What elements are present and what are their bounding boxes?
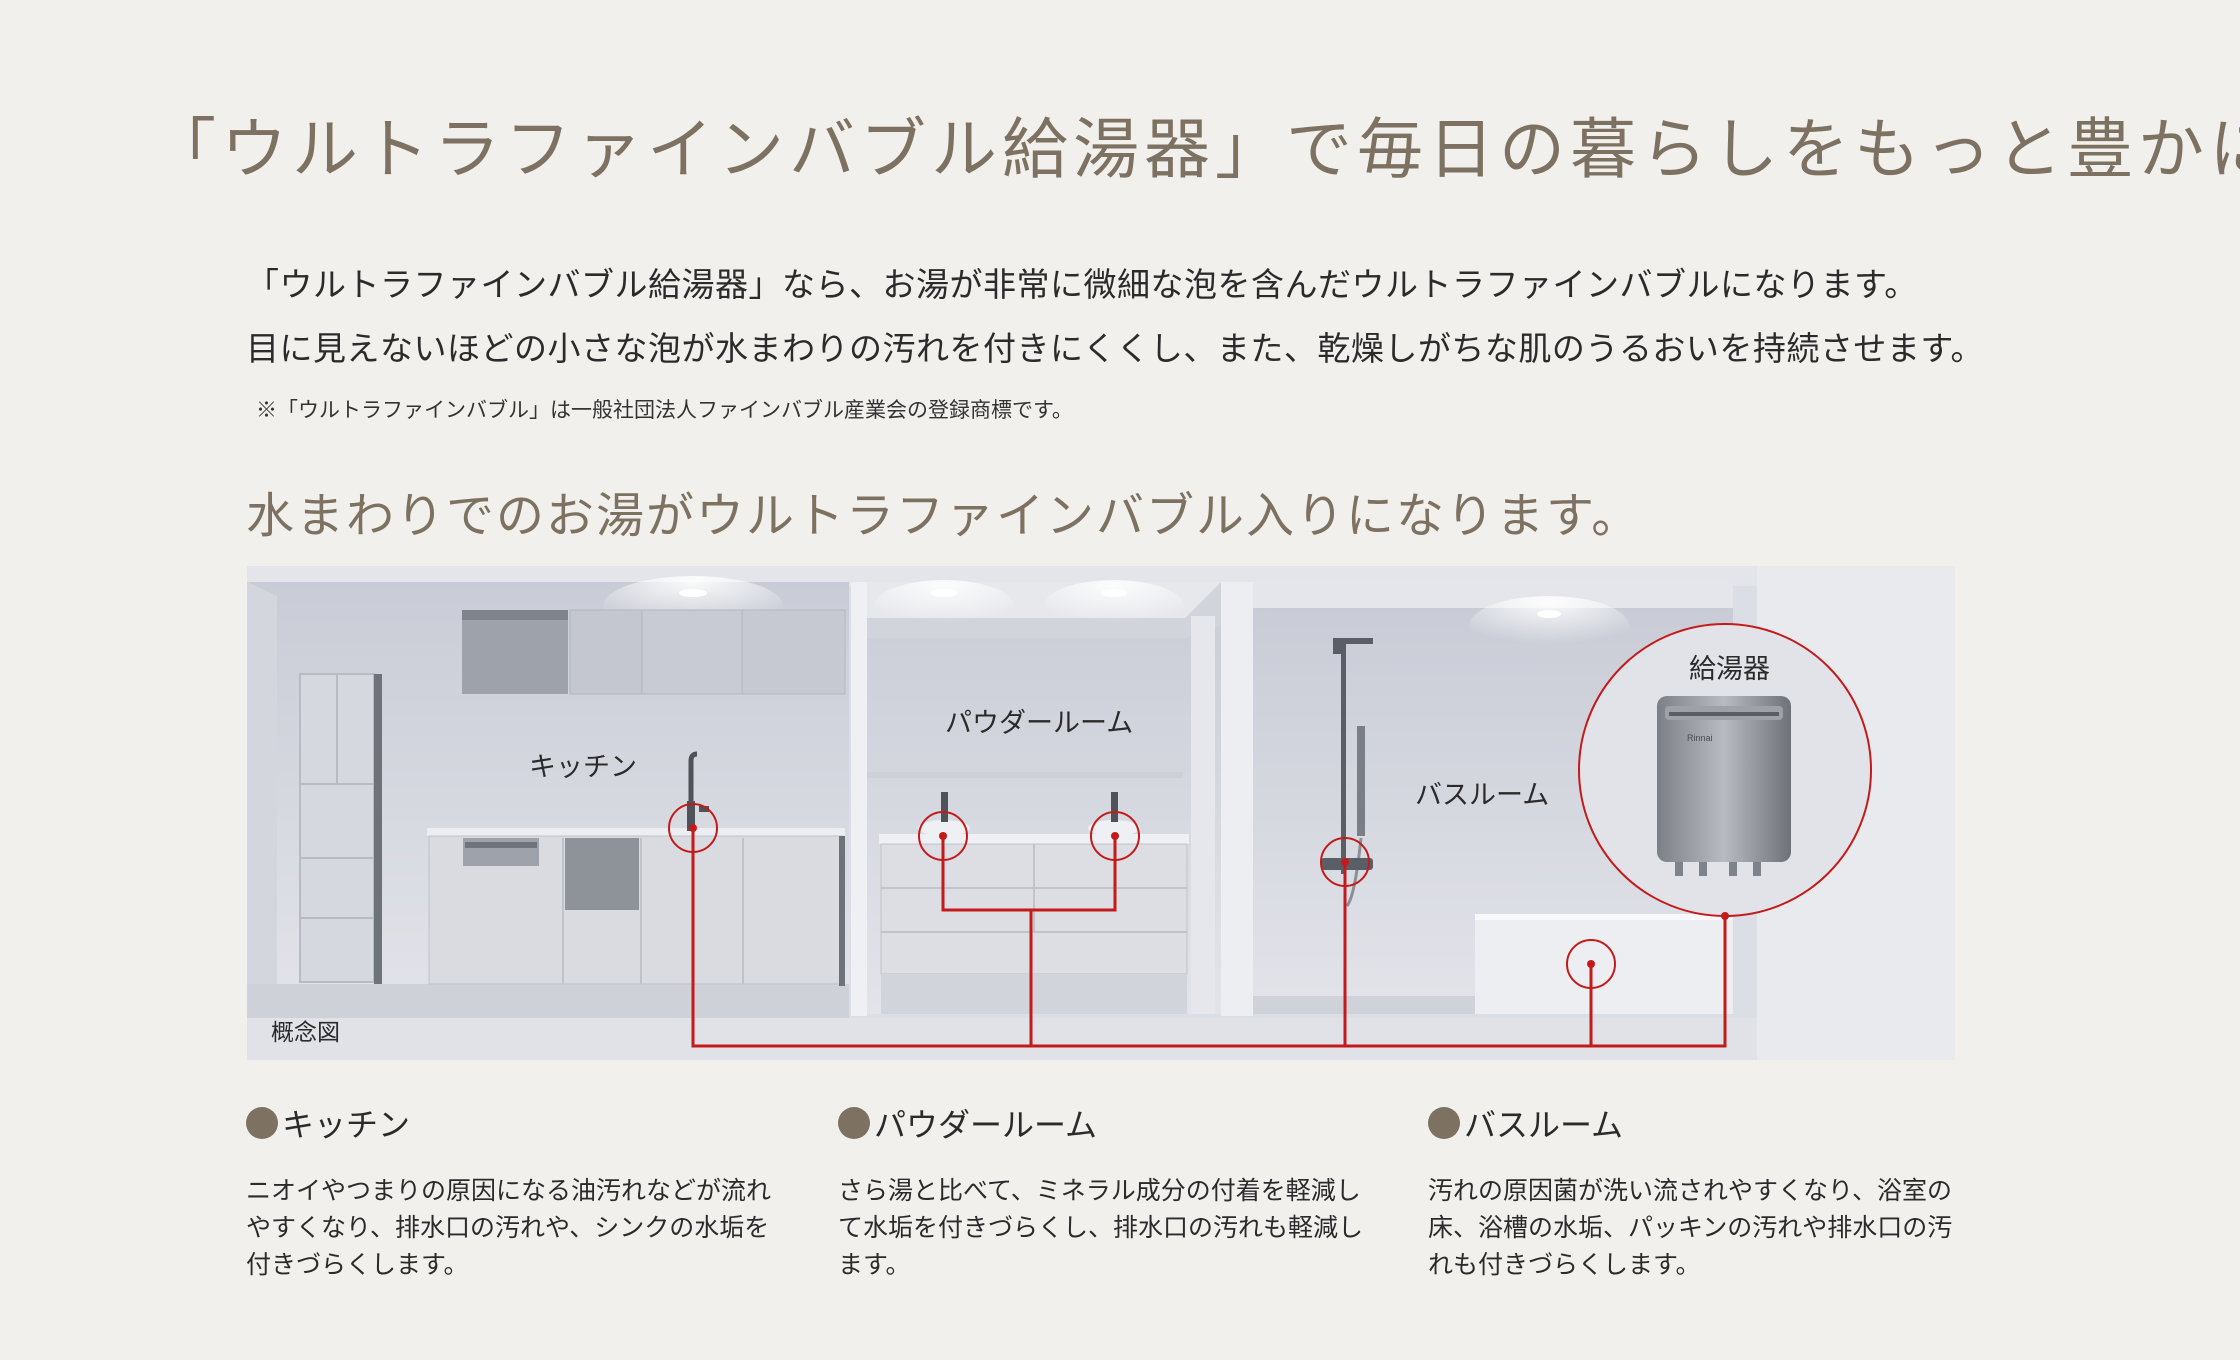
feature-bath-desc: 汚れの原因菌が洗い流されやすくなり、浴室の 床、浴槽の水垢、パッキンの汚れや排水… <box>1428 1176 1953 1279</box>
bullet-dot-icon <box>838 1107 870 1139</box>
label-powder-room: パウダールーム <box>945 708 1133 739</box>
feature-powder-room: パウダールーム さら湯と比べて、ミネラル成分の付着を軽減し て水垢を付きづらくし… <box>838 1100 1378 1283</box>
trademark-note: ※「ウルトラファインバブル」は一般社団法人ファインバブル産業会の登録商標です。 <box>256 398 1073 422</box>
outlet-markers <box>668 803 1616 989</box>
page-headline: 「ウルトラファインバブル給湯器」で毎日の暮らしをもっと豊かに。 <box>150 111 2240 188</box>
feature-kitchen-desc: ニオイやつまりの原因になる油汚れなどが流れ やすくなり、排水口の汚れや、シンクの… <box>246 1176 772 1279</box>
feature-powder-desc: さら湯と比べて、ミネラル成分の付着を軽減し て水垢を付きづらくし、排水口の汚れも… <box>838 1176 1364 1279</box>
feature-kitchen-title-row: キッチン <box>246 1100 786 1146</box>
label-bath-room: バスルーム <box>1415 780 1549 811</box>
label-water-heater: 給湯器 <box>1689 654 1770 685</box>
feature-kitchen: キッチン ニオイやつまりの原因になる油汚れなどが流れ やすくなり、排水口の汚れや… <box>246 1100 786 1283</box>
bullet-dot-icon <box>246 1107 278 1139</box>
section-subheadline: 水まわりでのお湯がウルトラファインバブル入りになります。 <box>246 488 1642 544</box>
feature-bath-title-row: バスルーム <box>1428 1100 1968 1146</box>
feature-bath-room: バスルーム 汚れの原因菌が洗い流されやすくなり、浴室の 床、浴槽の水垢、パッキン… <box>1428 1100 1968 1283</box>
feature-bath-title: バスルーム <box>1464 1106 1624 1144</box>
intro-line-1: 「ウルトラファインバブル給湯器」なら、お湯が非常に微細な泡を含んだウルトラファイ… <box>246 265 1918 304</box>
kitchen-room <box>247 576 849 1018</box>
plumbing-concept-diagram: Rinnai キッ <box>247 566 1955 1060</box>
water-heater: Rinnai <box>1578 623 1872 917</box>
powder-room <box>867 580 1221 1014</box>
label-kitchen: キッチン <box>529 752 637 783</box>
diagram-illustration: Rinnai キッ <box>247 566 1955 1060</box>
label-concept: 概念図 <box>271 1020 340 1046</box>
intro-line-2: 目に見えないほどの小さな泡が水まわりの汚れを付きにくくし、また、乾燥しがちな肌の… <box>246 329 1985 368</box>
bullet-dot-icon <box>1428 1107 1460 1139</box>
feature-kitchen-title: キッチン <box>282 1106 411 1144</box>
svg-text:Rinnai: Rinnai <box>1687 733 1713 743</box>
hot-water-piping <box>691 828 1727 1048</box>
feature-powder-title: パウダールーム <box>874 1106 1098 1144</box>
feature-powder-title-row: パウダールーム <box>838 1100 1378 1146</box>
